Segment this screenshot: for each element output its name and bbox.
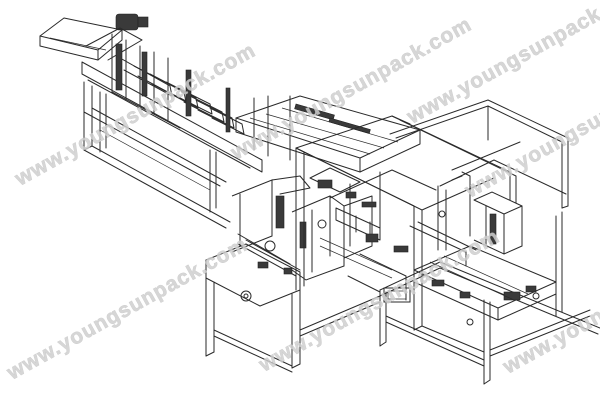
transfer-conveyor (235, 95, 421, 173)
right-frame (389, 99, 569, 251)
infeed-conveyor-frame (81, 61, 263, 229)
pusher-unit (409, 191, 523, 267)
watermark-text: www.youngsunpack.com (402, 0, 600, 129)
discharge-conveyor (413, 245, 557, 326)
carton-magazine-rails (85, 27, 245, 135)
drive-motor (39, 13, 149, 61)
lower-right-frame (379, 211, 600, 385)
folding-mechanism (309, 167, 411, 303)
carton-feeder-unit (231, 175, 373, 281)
lower-left-frame (205, 243, 381, 373)
